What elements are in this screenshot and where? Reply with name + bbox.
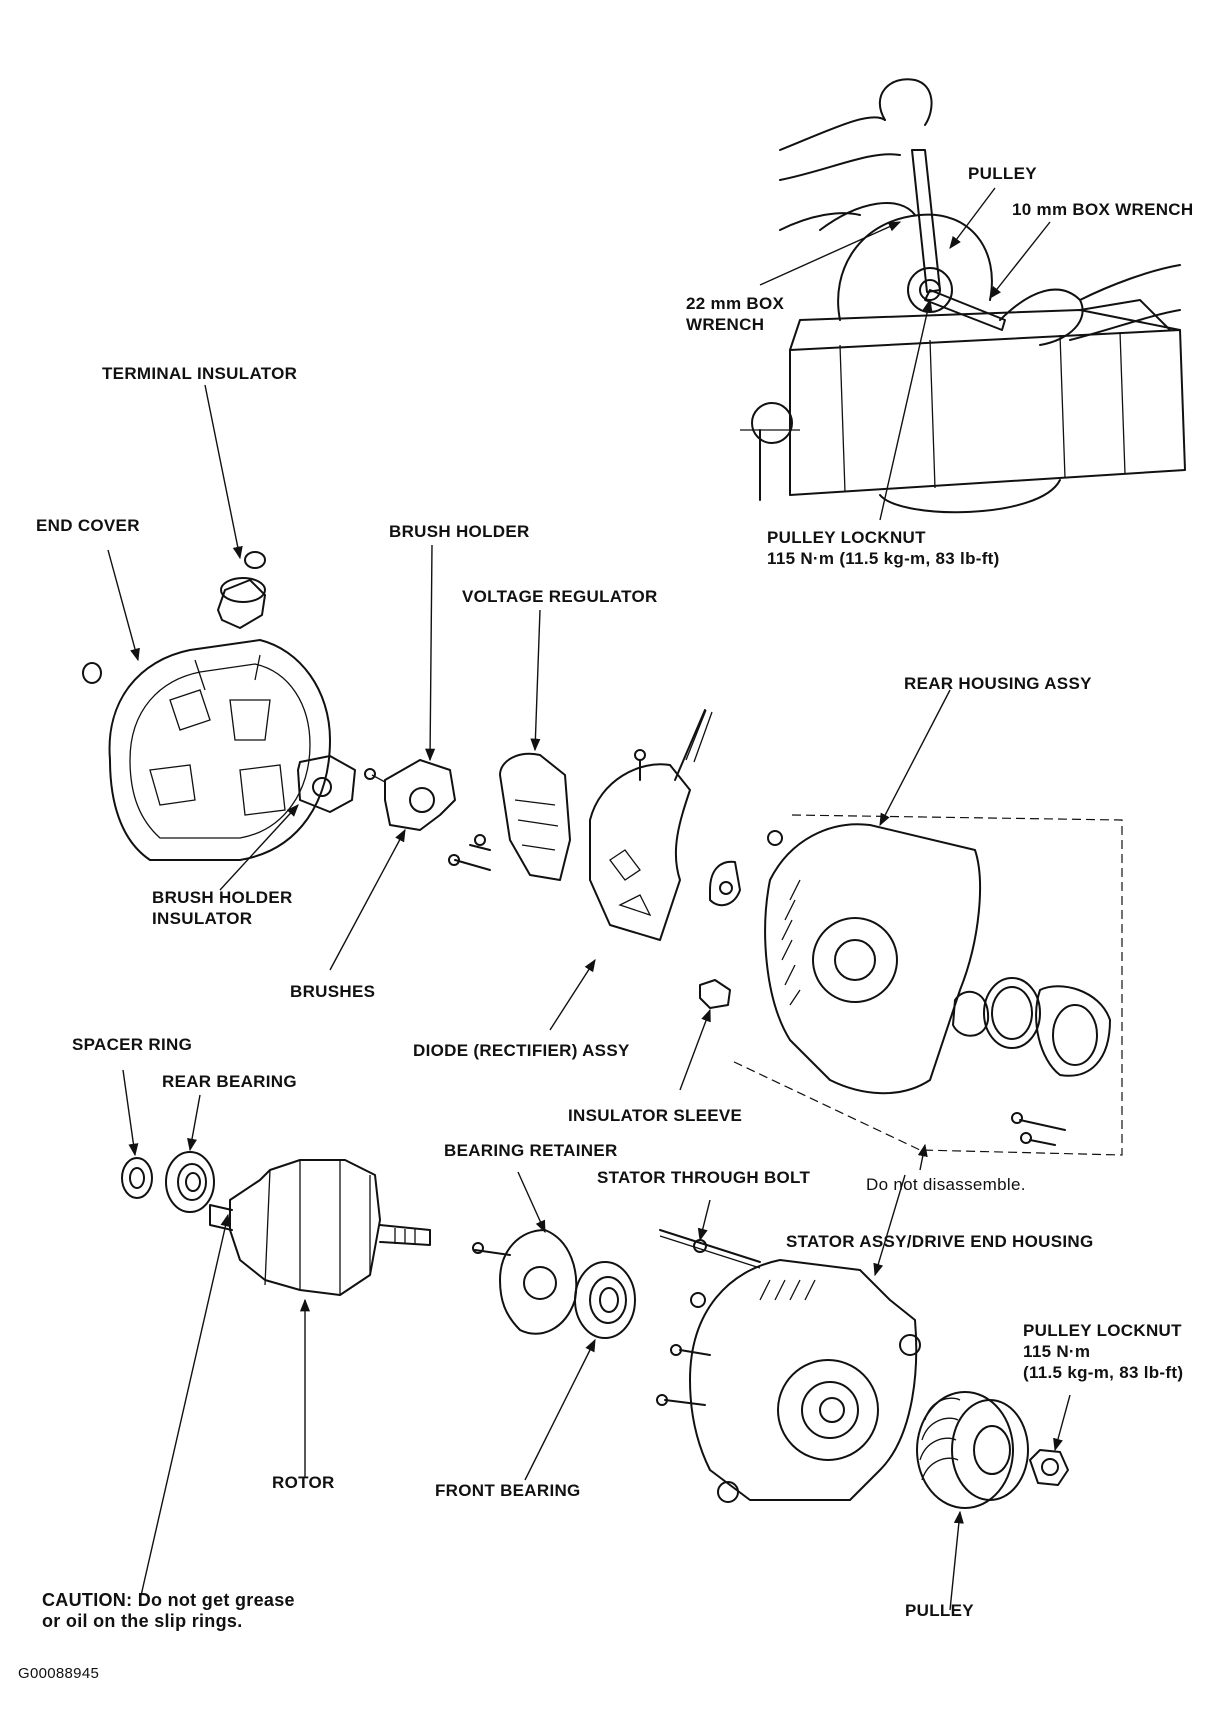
label-bhi-line2: INSULATOR <box>152 909 253 928</box>
rear-housing-assy-part <box>729 814 1123 1156</box>
washer-part <box>709 860 741 907</box>
caution-line2: or oil on the slip rings. <box>42 1611 243 1631</box>
label-pulley-locknut-top-line2: 115 N·m (11.5 kg-m, 83 lb-ft) <box>767 549 1000 568</box>
label-stator-assy: STATOR ASSY/DRIVE END HOUSING <box>786 1232 1094 1251</box>
label-plb-line1: PULLEY LOCKNUT <box>1023 1321 1182 1340</box>
stator-assy-part <box>656 1259 921 1503</box>
terminal-insulator-part <box>217 551 266 629</box>
brush-holder-part <box>364 759 456 831</box>
label-pulley-locknut-bottom: PULLEY LOCKNUT 115 N·m (11.5 kg-m, 83 lb… <box>1023 1320 1183 1383</box>
leader-lines <box>107 187 1071 1611</box>
label-pulley-bottom: PULLEY <box>905 1601 974 1620</box>
label-brushes: BRUSHES <box>290 982 376 1001</box>
spacer-ring-part <box>121 1157 153 1199</box>
label-front-bearing: FRONT BEARING <box>435 1481 581 1500</box>
rear-bearing-part <box>165 1151 215 1213</box>
label-pulley-locknut-top: PULLEY LOCKNUT 115 N·m (11.5 kg-m, 83 lb… <box>767 527 1000 569</box>
front-bearing-part <box>574 1261 636 1339</box>
label-10mm-box-wrench: 10 mm BOX WRENCH <box>1012 200 1194 219</box>
caution-note: CAUTION: Do not get grease or oil on the… <box>42 1590 295 1632</box>
label-end-cover: END COVER <box>36 516 140 535</box>
label-rear-bearing: REAR BEARING <box>162 1072 297 1091</box>
brush-holder-insulator-part <box>297 755 356 813</box>
label-rotor: ROTOR <box>272 1473 335 1492</box>
label-22mm-box-wrench: 22 mm BOX WRENCH <box>686 293 784 335</box>
caution-line1: CAUTION: Do not get grease <box>42 1590 295 1610</box>
pulley-locknut-part <box>1029 1449 1069 1486</box>
label-plb-line3: (11.5 kg-m, 83 lb-ft) <box>1023 1363 1184 1382</box>
pulley-part <box>916 1391 1029 1509</box>
label-terminal-insulator: TERMINAL INSULATOR <box>102 364 298 383</box>
diode-rectifier-part <box>589 709 713 941</box>
label-diode-assy: DIODE (RECTIFIER) ASSY <box>413 1041 630 1060</box>
rotor-part <box>209 1159 431 1296</box>
label-stator-through-bolt: STATOR THROUGH BOLT <box>597 1168 811 1187</box>
label-insulator-sleeve: INSULATOR SLEEVE <box>568 1106 743 1125</box>
label-rear-housing-assy: REAR HOUSING ASSY <box>904 674 1092 693</box>
figure-id: G00088945 <box>18 1665 100 1682</box>
label-22mm-line1: 22 mm BOX <box>686 294 785 313</box>
label-voltage-regulator: VOLTAGE REGULATOR <box>462 587 658 606</box>
label-pulley-locknut-top-line1: PULLEY LOCKNUT <box>767 528 926 547</box>
voltage-regulator-part <box>448 752 571 881</box>
stator-through-bolt-part <box>659 1229 761 1308</box>
label-bearing-retainer: BEARING RETAINER <box>444 1141 618 1160</box>
label-brush-holder: BRUSH HOLDER <box>389 522 530 541</box>
label-22mm-line2: WRENCH <box>686 315 765 334</box>
label-do-not-disassemble: Do not disassemble. <box>866 1175 1026 1194</box>
bearing-retainer-part <box>472 1229 578 1335</box>
end-cover-part <box>82 639 331 861</box>
insulator-sleeve-part <box>699 979 731 1009</box>
label-spacer-ring: SPACER RING <box>72 1035 193 1054</box>
vise-wrench-illustration <box>740 78 1186 514</box>
label-bhi-line1: BRUSH HOLDER <box>152 888 293 907</box>
label-pulley-top: PULLEY <box>968 164 1037 183</box>
label-brush-holder-insulator: BRUSH HOLDER INSULATOR <box>152 887 293 929</box>
label-plb-line2: 115 N·m <box>1023 1342 1091 1361</box>
